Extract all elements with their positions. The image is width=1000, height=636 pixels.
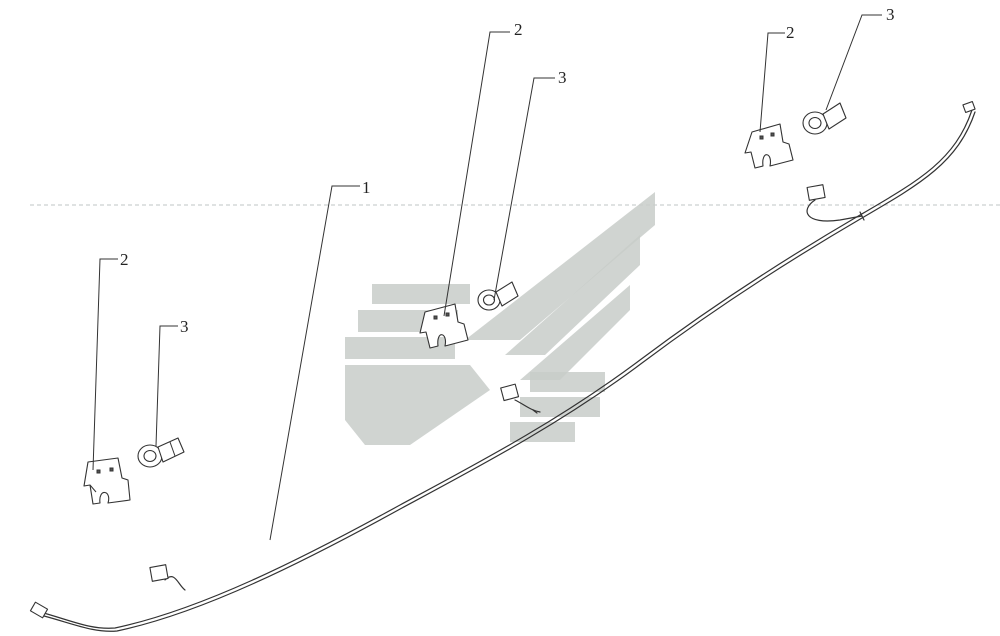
sensor-callout-center: 3 [558,68,567,87]
bracket-center [419,303,469,349]
bracket-callout-left: 2 [120,250,129,269]
harness-callout: 1 [362,178,371,197]
leader-lines [92,14,882,541]
sensor-callout-right: 3 [886,5,895,24]
sensor-right [802,102,847,135]
wire-harness [29,100,976,632]
bracket-left [83,457,131,505]
bracket-callout-center: 2 [514,20,523,39]
bracket-callout-right: 2 [786,23,795,42]
watermark-logo [345,192,655,445]
bracket-right [744,123,794,169]
sensor-callout-left: 3 [180,317,189,336]
sensor-left [137,437,185,468]
